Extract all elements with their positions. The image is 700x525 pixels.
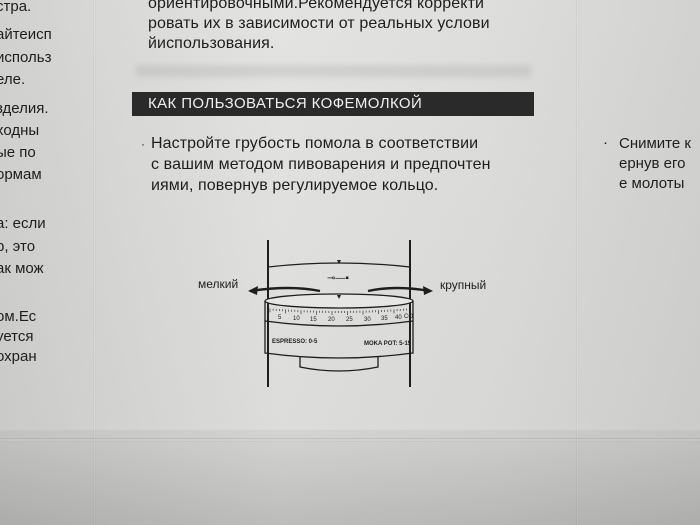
left-line: еле.	[0, 71, 26, 88]
base-cap	[299, 357, 379, 372]
left-line: а: если	[0, 215, 46, 232]
instruction-line: иями, повернув регулируемое кольцо.	[151, 177, 439, 194]
left-line: айтеисп	[0, 26, 52, 43]
lower-collar	[264, 321, 414, 359]
right-line: е молоты	[619, 175, 685, 192]
dial-indicator-arrow	[337, 295, 341, 299]
lock-symbol-icon: ⊸—▪	[327, 273, 349, 284]
scale-tick-label: 30	[364, 317, 371, 323]
espresso-label: ESPRESSO: 0-5	[272, 339, 318, 345]
fine-label: мелкий	[198, 277, 238, 291]
scale-tick-label: 15	[310, 317, 317, 323]
coarse-arrowhead-icon	[423, 286, 433, 295]
left-line: использ	[0, 49, 52, 66]
right-bullet: ·	[603, 134, 608, 151]
left-line: ормам	[0, 166, 42, 183]
instruction-line: Настройте грубость помола в соответствии	[151, 135, 479, 152]
grinder-ring-diagram: ⊸—▪ мелкий крупный 5 10 15 20 25 30 35 4…	[198, 240, 486, 387]
fine-arrowhead-icon	[248, 286, 258, 295]
scale-end-label: CO	[404, 314, 413, 320]
scale-tick-label: 10	[293, 316, 300, 322]
right-column: · Снимите к ернув его е молоты	[603, 0, 700, 525]
left-line: ом.Ес	[0, 308, 37, 325]
paper-shadow	[0, 430, 700, 525]
coarse-label: крупный	[440, 278, 486, 292]
scale-tick-label: 40	[395, 315, 402, 321]
left-line: ходны	[0, 122, 40, 139]
left-column: стра. айтеисп использ еле. зделия. ходны…	[0, 0, 90, 525]
intro-line: ориентировочными.Рекомендуется корректи	[148, 0, 485, 12]
left-line: уется	[0, 328, 34, 345]
dial-ring-band	[264, 301, 414, 327]
left-line: стра.	[0, 0, 32, 15]
bleed-through-text	[136, 65, 531, 77]
left-line: ые по	[0, 144, 36, 161]
intro-line: ровать их в зависимости от реальных усло…	[148, 15, 490, 32]
left-line: р, это	[0, 238, 36, 255]
dial-scale-ticks	[269, 308, 407, 315]
bullet-dot: ·	[141, 137, 146, 151]
left-line: ак мож	[0, 260, 44, 277]
scale-tick-label: 5	[278, 315, 282, 321]
scale-tick-label: 35	[381, 316, 388, 322]
left-line: охран	[0, 348, 37, 365]
scale-tick-label: 25	[346, 317, 353, 323]
top-indicator-arrow	[337, 260, 341, 264]
instruction-line: с вашим методом пивоварения и предпочтен	[151, 156, 491, 173]
coarse-arrow	[367, 286, 431, 293]
right-line: Снимите к	[619, 135, 691, 152]
section-heading: КАК ПОЛЬЗОВАТЬСЯ КОФЕМОЛКОЙ	[148, 95, 423, 112]
right-line: ернув его	[619, 155, 686, 172]
scale-tick-label: 20	[328, 317, 335, 323]
section-heading-band	[132, 92, 534, 116]
left-line: зделия.	[0, 100, 49, 117]
fine-arrow	[249, 286, 321, 293]
moka-pot-label: MOKA POT: 5-15	[364, 341, 412, 347]
intro-line: йиспользования.	[148, 35, 275, 52]
